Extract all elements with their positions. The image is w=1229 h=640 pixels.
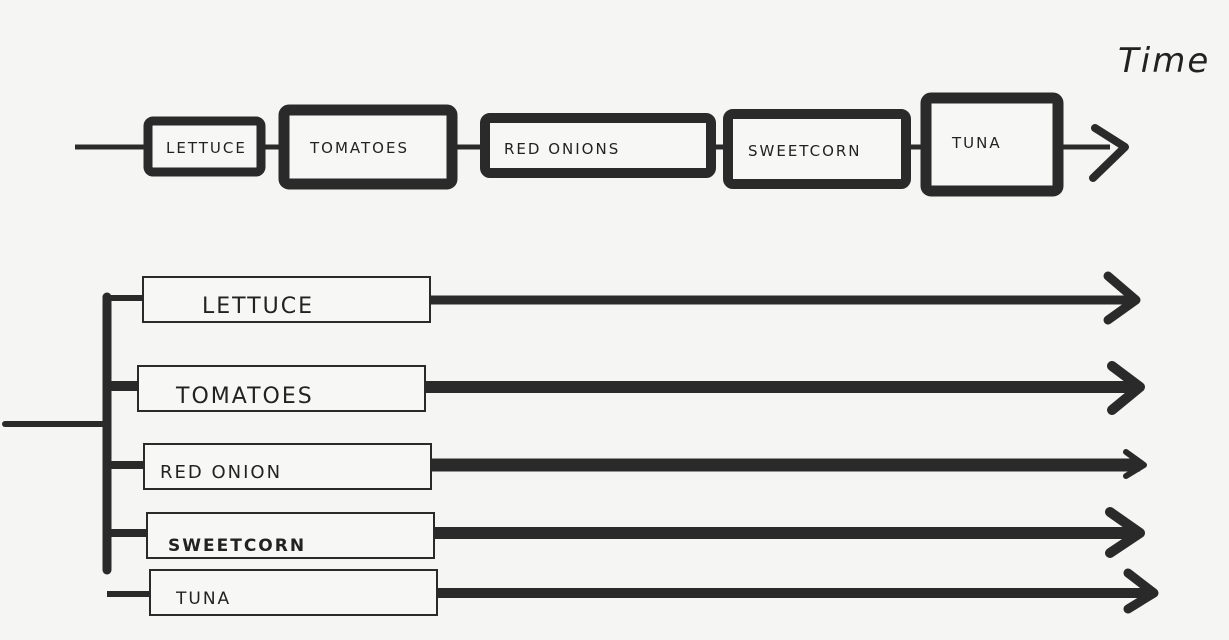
seq-box-red-onions bbox=[480, 113, 716, 178]
par-label-tomatoes: TOMATOES bbox=[175, 384, 314, 409]
par-label-sweetcorn: SWEETCORN bbox=[168, 536, 306, 556]
par-label-red-onion: RED ONION bbox=[160, 462, 282, 483]
seq-label-sweetcorn: SWEETCORN bbox=[748, 142, 862, 160]
sequential-pipeline: LETTUCE TOMATOES RED ONIONS SWEETCORN TU… bbox=[75, 92, 1129, 197]
par-box-sweetcorn bbox=[146, 512, 435, 559]
seq-box-tomatoes bbox=[278, 104, 458, 190]
par-box-lettuce bbox=[142, 276, 431, 323]
par-arrowhead-red-onion bbox=[1123, 449, 1147, 479]
seq-label-tuna: TUNA bbox=[951, 134, 1002, 152]
par-arrowhead-lettuce bbox=[1103, 271, 1141, 325]
par-box-tuna bbox=[149, 569, 438, 616]
par-arrowhead-sweetcorn bbox=[1105, 507, 1145, 558]
seq-label-lettuce: LETTUCE bbox=[166, 139, 247, 157]
par-label-lettuce: LETTUCE bbox=[202, 294, 314, 319]
par-box-tomatoes bbox=[137, 365, 426, 412]
seq-box-sweetcorn bbox=[723, 109, 911, 189]
parallel-pipeline: LETTUCE TOMATOES RED ONION SWEETCORN TUN… bbox=[2, 271, 1159, 616]
par-arrowhead-tomatoes bbox=[1107, 361, 1145, 415]
sequential-arrowhead bbox=[1089, 124, 1129, 182]
seq-label-tomatoes: TOMATOES bbox=[309, 139, 409, 157]
seq-label-red-onions: RED ONIONS bbox=[504, 140, 620, 158]
time-label: Time bbox=[1118, 41, 1210, 81]
seq-box-tuna bbox=[920, 92, 1064, 197]
seq-box-lettuce bbox=[143, 116, 266, 177]
par-label-tuna: TUNA bbox=[175, 589, 231, 609]
par-box-red-onion bbox=[143, 443, 432, 490]
par-arrowhead-tuna bbox=[1123, 568, 1159, 614]
